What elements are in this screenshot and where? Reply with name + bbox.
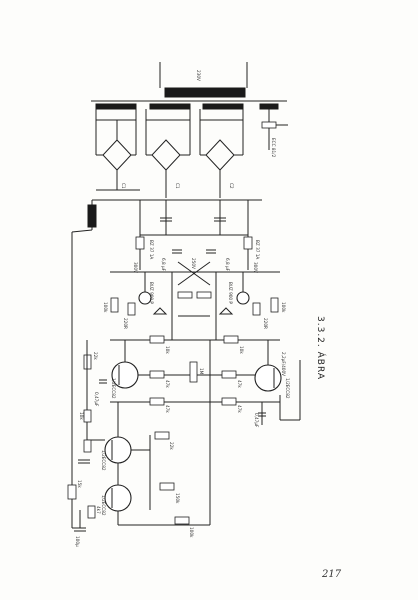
svg-text:BZ 37 1A: BZ 37 1A — [255, 240, 260, 259]
svg-text:47k: 47k — [165, 405, 170, 413]
secondary-winding-1 — [95, 103, 137, 110]
driver-stage: 1/2ECC82 1/2ECC82 1M 47k 47k 47k 47k 0,4… — [110, 340, 301, 428]
secondary-winding-3 — [202, 103, 244, 110]
svg-text:15k: 15k — [77, 480, 82, 488]
svg-text:220R: 220R — [263, 318, 268, 329]
svg-text:4k7: 4k7 — [96, 506, 101, 514]
svg-text:300V: 300V — [253, 262, 258, 273]
svg-text:6,8 μF: 6,8 μF — [225, 258, 230, 272]
svg-text:100μ: 100μ — [75, 536, 80, 547]
svg-text:0,47μF: 0,47μF — [94, 392, 99, 407]
mains-transformer: 230V — [91, 62, 287, 110]
svg-text:47k: 47k — [237, 380, 242, 388]
svg-text:0,47μF: 0,47μF — [254, 413, 259, 428]
power-supply-filter: BZ 37 1A BZ 37 1A 6,8 μF 6,8 μF 300V 300… — [87, 199, 262, 286]
svg-text:C1: C1 — [175, 183, 180, 189]
svg-text:47k: 47k — [237, 405, 242, 413]
secondary-winding-heater — [259, 103, 279, 110]
svg-text:10k: 10k — [79, 412, 84, 420]
svg-text:6,8 μF: 6,8 μF — [161, 258, 166, 272]
tube-4 — [104, 484, 132, 512]
svg-text:100k: 100k — [103, 302, 108, 313]
svg-text:C2: C2 — [229, 183, 234, 189]
svg-text:BUZ 900 P: BUZ 900 P — [149, 282, 154, 304]
svg-text:250V: 250V — [191, 258, 196, 269]
svg-text:C1: C1 — [121, 183, 126, 189]
svg-text:1/2ECC82: 1/2ECC82 — [111, 378, 116, 399]
figure-caption: 3.3.2. ÁBRA — [315, 316, 327, 380]
svg-text:1/2ECC82: 1/2ECC82 — [101, 495, 106, 516]
svg-text:100k: 100k — [189, 527, 194, 538]
svg-text:22k: 22k — [93, 352, 98, 360]
svg-text:47k: 47k — [165, 380, 170, 388]
mains-voltage-label: 230V — [196, 70, 201, 81]
svg-text:1/2ECC82: 1/2ECC82 — [285, 378, 290, 399]
primary-winding — [164, 87, 246, 98]
svg-text:1M: 1M — [199, 368, 204, 375]
filter-choke — [87, 204, 97, 228]
tube-2 — [254, 364, 282, 392]
svg-text:BUZ 900 P: BUZ 900 P — [228, 282, 233, 304]
output-stage: BUZ 900 P BUZ 900 P 100k 100k 220R 220R … — [103, 271, 286, 354]
svg-text:300V: 300V — [133, 262, 138, 273]
svg-text:10k: 10k — [239, 346, 244, 354]
svg-text:2,2μF/400V: 2,2μF/400V — [281, 352, 286, 376]
svg-text:BZ 37 1A: BZ 37 1A — [149, 240, 154, 259]
input-network: 15k 22k 0,47μF 10k 100μ 4k7 — [67, 229, 107, 547]
svg-text:220R: 220R — [123, 318, 128, 329]
svg-text:ECC 81/2: ECC 81/2 — [271, 138, 276, 158]
svg-text:1/2ECC82: 1/2ECC82 — [101, 450, 106, 471]
svg-text:150k: 150k — [175, 493, 180, 504]
output-transistor-2 — [236, 291, 250, 305]
page-number: 217 — [321, 569, 342, 580]
svg-text:22k: 22k — [169, 442, 174, 450]
svg-text:10k: 10k — [165, 346, 170, 354]
svg-text:100k: 100k — [281, 302, 286, 313]
heater-supply: ECC 81/2 — [261, 109, 288, 158]
tube-3 — [104, 436, 132, 464]
input-stage: 22k 150k 100k 1/2ECC82 1/2ECC82 — [101, 340, 211, 538]
secondary-winding-2 — [149, 103, 191, 110]
rectifier-bridges: C1 C1 C2 — [95, 109, 244, 198]
